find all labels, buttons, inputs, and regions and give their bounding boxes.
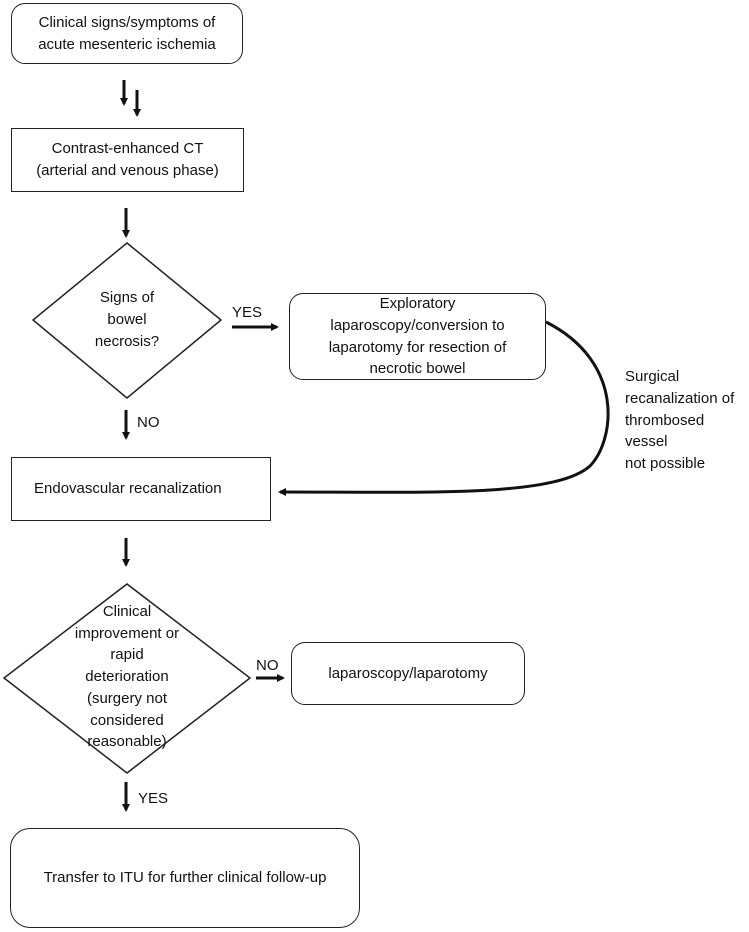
endovascular-box: Endovascular recanalization [11, 457, 271, 521]
arrow-curved-return [278, 320, 610, 497]
decision-diamond-improvement [2, 583, 252, 774]
decision-diamond-necrosis [31, 242, 223, 399]
arrow-start-to-ct-double [120, 80, 141, 117]
laparoscopy-resection-text: Exploratory laparoscopy/conversion to la… [328, 295, 507, 378]
decision-necrosis-label-wrap: Signs of bowel necrosis? [67, 270, 187, 370]
ct-box: Contrast-enhanced CT (arterial and venou… [11, 128, 244, 192]
laparoscopy-resection-box: Exploratory laparoscopy/conversion to la… [289, 293, 546, 380]
start-text: Clinical signs/symptoms of acute mesente… [38, 13, 216, 53]
laparoscopy-laparotomy-text: laparoscopy/laparotomy [328, 664, 488, 682]
yes-label-1: YES [232, 304, 263, 321]
laparoscopy-laparotomy-box: laparoscopy/laparotomy [291, 642, 525, 705]
transfer-text: Transfer to ITU for further clinical fol… [43, 869, 327, 887]
no-label-1: NO [137, 414, 160, 431]
transfer-box: Transfer to ITU for further clinical fol… [10, 828, 360, 928]
endovascular-text: Endovascular recanalization [34, 480, 222, 498]
curve-note-label: Surgical recanalization of thrombosed ve… [625, 368, 735, 472]
ct-text: Contrast-enhanced CT (arterial and venou… [36, 140, 219, 179]
start-box: Clinical signs/symptoms of acute mesente… [11, 3, 243, 64]
decision-improvement-label-wrap: Clinical improvement or rapid deteriorat… [52, 603, 202, 751]
no-label-2: NO [256, 657, 279, 674]
decision-improvement-text: Clinical improvement or rapid deteriorat… [74, 602, 180, 751]
yes-label-2: YES [138, 790, 169, 807]
decision-necrosis-text: Signs of bowel necrosis? [94, 289, 160, 350]
